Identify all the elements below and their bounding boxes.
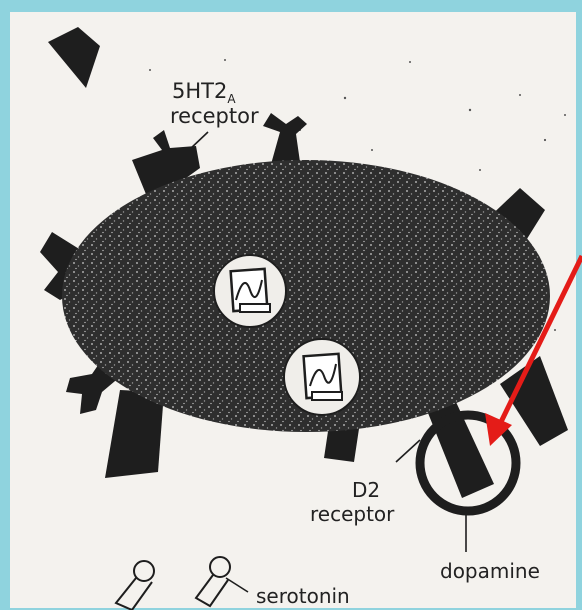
label-d2-receptor: receptor	[310, 502, 395, 526]
label-serotonin: serotonin	[256, 584, 350, 608]
vesicle-upper	[214, 255, 286, 327]
vesicle-lower	[284, 339, 360, 415]
label-d2: D2	[352, 478, 380, 502]
label-5ht2a: 5HT2A	[172, 79, 236, 106]
label-dopamine: dopamine	[440, 559, 540, 583]
label-5ht2a-receptor: receptor	[170, 104, 259, 128]
